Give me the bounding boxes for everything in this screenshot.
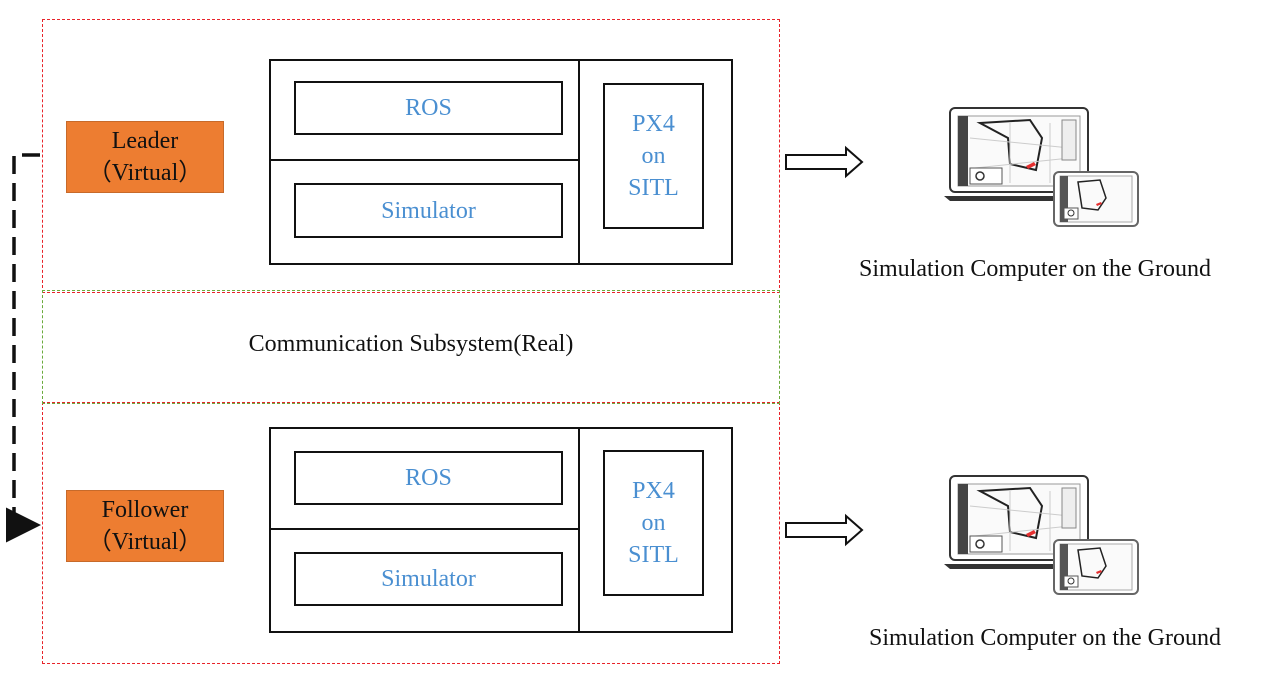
leader-px4-line3: SITL — [628, 175, 679, 201]
follower-region — [42, 402, 780, 664]
leader-sub-label: （Virtual） — [87, 160, 203, 186]
follower-label: Follower — [101, 497, 189, 523]
follower-computer-icon — [943, 475, 1139, 595]
leader-simulator-box: Simulator — [294, 183, 563, 238]
follower-px4-line1: PX4 — [632, 478, 675, 504]
leader-px4-line2: on — [641, 143, 666, 169]
communication-label: Communication Subsystem(Real) — [248, 331, 574, 357]
leader-box: Leader （Virtual） — [66, 121, 224, 193]
follower-px4-box: PX4 on SITL — [603, 450, 704, 596]
follower-px4-line3: SITL — [628, 542, 679, 568]
communication-region — [42, 290, 780, 404]
leader-ros-box: ROS — [294, 81, 563, 135]
follower-ground-caption: Simulation Computer on the Ground — [869, 625, 1221, 651]
leader-px4-line1: PX4 — [632, 111, 675, 137]
follower-stack-divider-v — [578, 427, 580, 633]
follower-output-arrow — [785, 513, 864, 547]
leader-stack-divider-v — [578, 59, 580, 265]
leader-output-arrow — [785, 145, 864, 179]
leader-region — [42, 19, 780, 293]
leader-px4-box: PX4 on SITL — [603, 83, 704, 229]
leader-computer-icon — [943, 107, 1139, 227]
follower-simulator-box: Simulator — [294, 552, 563, 606]
follower-ros-box: ROS — [294, 451, 563, 505]
follower-stack-divider-h — [269, 528, 580, 530]
follower-sub-label: （Virtual） — [87, 529, 203, 555]
leader-stack-divider-h — [269, 159, 580, 161]
follower-box: Follower （Virtual） — [66, 490, 224, 562]
leader-ground-caption: Simulation Computer on the Ground — [859, 256, 1211, 282]
leader-follower-link — [6, 153, 41, 543]
leader-label: Leader — [111, 128, 179, 154]
follower-px4-line2: on — [641, 510, 666, 536]
